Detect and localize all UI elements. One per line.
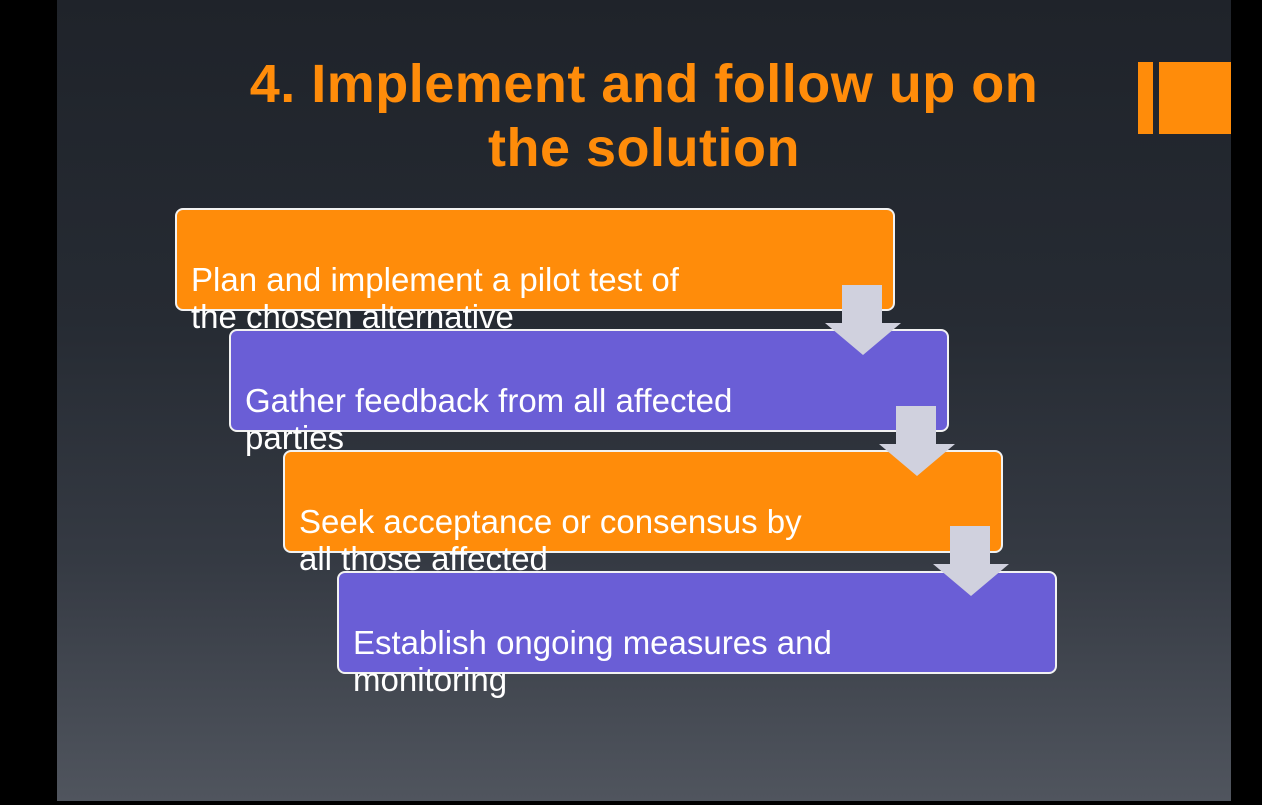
- slide-title: 4. Implement and follow up on the soluti…: [57, 52, 1231, 180]
- slide-title-line-2: the solution: [488, 118, 800, 178]
- step-text: Seek acceptance or consensus by all thos…: [299, 503, 802, 577]
- down-arrow-icon: [825, 285, 901, 357]
- right-letterbox: [1231, 0, 1262, 805]
- bottom-letterbox: [0, 801, 1262, 805]
- left-letterbox: [0, 0, 57, 805]
- down-arrow-icon: [933, 526, 1009, 598]
- step-box-pilot-test: Plan and implement a pilot test of the c…: [175, 208, 895, 335]
- step-text: Plan and implement a pilot test of the c…: [191, 261, 679, 335]
- slide: 4. Implement and follow up on the soluti…: [57, 0, 1231, 801]
- down-arrow-icon: [879, 406, 955, 478]
- slide-title-line-1: 4. Implement and follow up on: [249, 54, 1039, 114]
- decorative-square-bar: [1159, 62, 1231, 134]
- step-text: Establish ongoing measures and monitorin…: [353, 624, 832, 698]
- decorative-thin-bar: [1138, 62, 1153, 134]
- step-text: Gather feedback from all affected partie…: [245, 382, 733, 456]
